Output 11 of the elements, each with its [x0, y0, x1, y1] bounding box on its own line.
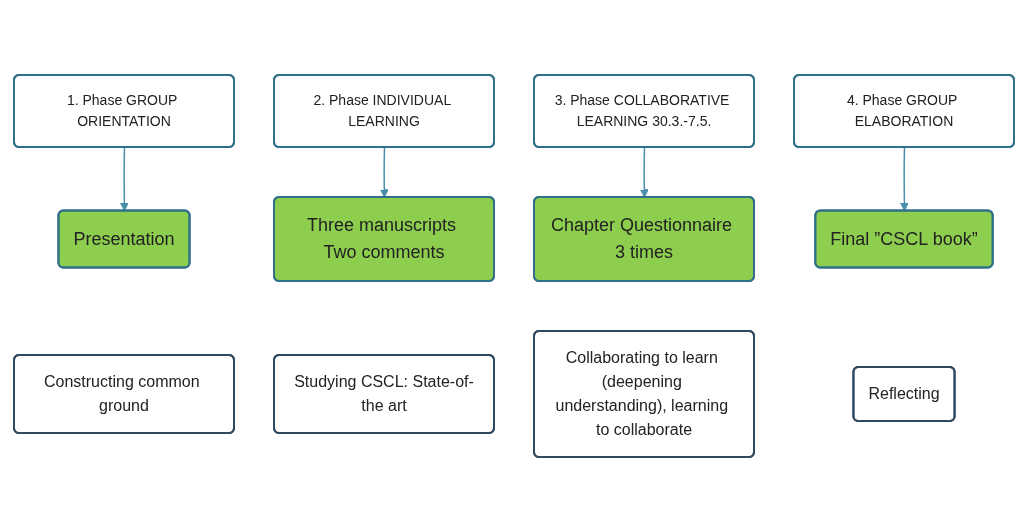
node-text: 2. Phase INDIVIDUAL LEARNING — [313, 91, 451, 129]
node-text: 4. Phase GROUP ELABORATION — [846, 91, 958, 129]
node-text: Constructing common ground — [43, 372, 200, 414]
node-text: 1. Phase GROUP ORIENTATION — [66, 91, 178, 129]
node-text: 3. Phase COLLABORATIVE LEARNING 30.3.-7.5. — [554, 91, 730, 129]
arrow — [900, 146, 909, 211]
arrow — [639, 146, 649, 198]
arrow — [379, 146, 389, 198]
node-text: Collaborating to learn (deepening understanding), learning to collaborate — [555, 348, 729, 438]
arrow — [120, 146, 129, 211]
node-text: Studying CSCL: State-of-the art — [294, 372, 474, 414]
